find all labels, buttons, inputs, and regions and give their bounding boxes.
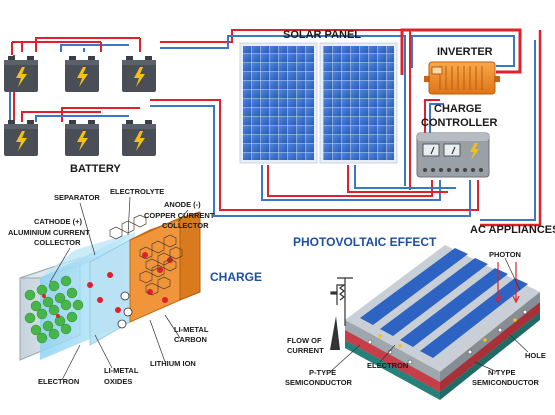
n-type-label-1: N-TYPE [488,368,516,377]
battery-icon [122,56,156,92]
current-loop [330,277,353,326]
copper-collector-label-2: COLLECTOR [162,221,209,230]
copper-collector-label-1: COPPER CURRENT [144,211,215,220]
aluminium-collector-label-1: ALUMINIUM CURRENT [8,228,90,237]
flow-of-current-label-1: FLOW OF [287,336,322,345]
lithium-leader-lines [49,196,189,381]
charge-controller-unit [416,132,490,178]
pv-cell-illustration [345,245,540,400]
battery-icon [4,120,38,156]
lithium-cell-labels: SEPARATOR ELECTROLYTE ANODE (-) COPPER C… [8,187,215,386]
current-arrow-icon [330,316,340,350]
li-metal-oxides-label-2: OXIDES [104,377,132,386]
inverter-unit [424,61,500,95]
battery-label: BATTERY [70,163,121,175]
p-type-label-1: P-TYPE [309,368,336,377]
photovoltaic-title: PHOTOVOLTAIC EFFECT [293,235,437,249]
electrolyte-label: ELECTROLYTE [110,187,164,196]
flow-of-current-label-2: CURRENT [287,346,324,355]
charge-controller-label-1: CHARGE [434,103,482,115]
electron-label-right: ELECTRON [367,361,408,370]
battery-icon [4,56,38,92]
solar-panel-label: SOLAR PANEL [283,29,361,41]
li-metal-oxides-label-1: LI-METAL [104,366,139,375]
wiring [9,28,542,227]
battery-icon [65,120,99,156]
anode-label: ANODE (-) [164,200,201,209]
photon-label: PHOTON [489,250,521,259]
li-metal-carbon-label-2: CARBON [174,335,207,344]
battery-icon [122,120,156,156]
pv-leader-lines [329,257,529,373]
n-type-label-2: SEMICONDUCTOR [472,378,540,387]
charge-title: CHARGE [210,270,262,284]
pv-labels: PHOTON FLOW OF CURRENT ELECTRON HOLE P-T… [285,250,546,387]
separator-label: SEPARATOR [54,193,100,202]
cathode-label: CATHODE (+) [34,217,82,226]
lithium-ion-label: LITHIUM ION [150,359,196,368]
battery-bank [4,56,156,156]
inverter-label: INVERTER [437,46,493,58]
lithium-cell-illustration [19,211,201,361]
charge-controller-label-2: CONTROLLER [421,117,497,129]
electron-label-left: ELECTRON [38,377,79,386]
solar-panel [239,42,398,164]
hole-label: HOLE [525,351,546,360]
ac-appliances-label: AC APPLIANCES [470,224,555,236]
battery-icon [65,56,99,92]
li-metal-carbon-label-1: LI-METAL [174,325,209,334]
p-type-label-2: SEMICONDUCTOR [285,378,353,387]
aluminium-collector-label-2: COLLECTOR [34,238,81,247]
